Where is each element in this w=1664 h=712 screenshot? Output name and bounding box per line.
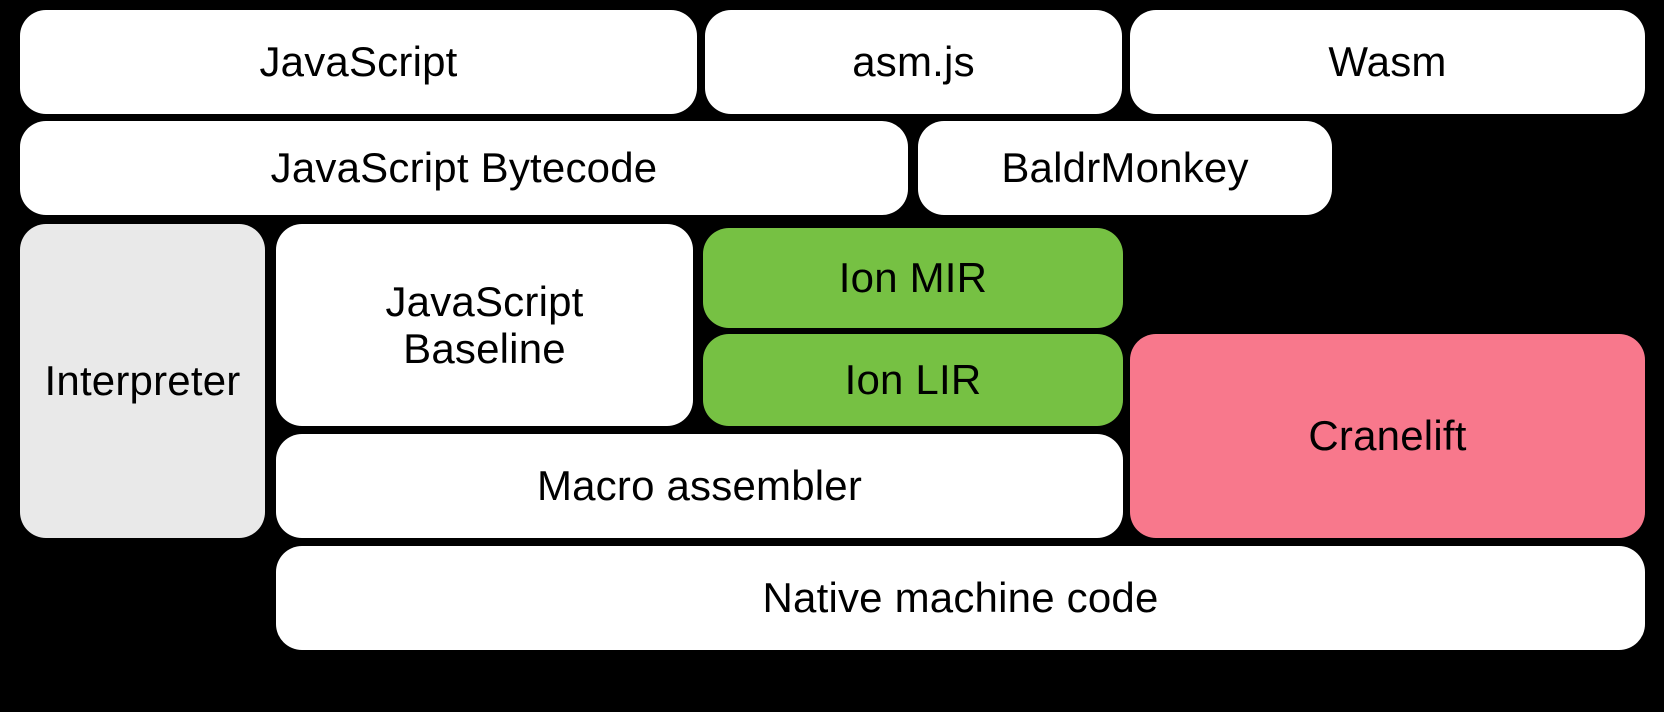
node-label: JavaScript Baseline [385,277,584,372]
node-label: Cranelift [1308,412,1467,460]
node-asm-js[interactable]: asm.js [705,10,1122,114]
node-javascript-baseline[interactable]: JavaScript Baseline [276,224,693,426]
node-label: JavaScript Bytecode [270,144,658,192]
node-macro-assembler[interactable]: Macro assembler [276,434,1123,538]
node-label: Interpreter [44,357,241,405]
node-native-machine-code[interactable]: Native machine code [276,546,1645,650]
node-ion-mir[interactable]: Ion MIR [703,228,1123,328]
node-javascript[interactable]: JavaScript [20,10,697,114]
node-baldrmonkey[interactable]: BaldrMonkey [918,121,1332,215]
node-cranelift[interactable]: Cranelift [1130,334,1645,538]
node-label: JavaScript [259,38,458,86]
node-label: Native machine code [762,574,1159,622]
node-label: Ion MIR [838,254,988,302]
node-label: asm.js [852,38,975,86]
node-label: Ion LIR [844,356,982,404]
node-label: Wasm [1328,38,1447,86]
node-label: BaldrMonkey [1001,144,1249,192]
node-ion-lir[interactable]: Ion LIR [703,334,1123,426]
node-javascript-bytecode[interactable]: JavaScript Bytecode [20,121,908,215]
node-label: Macro assembler [536,462,863,510]
node-wasm[interactable]: Wasm [1130,10,1645,114]
node-interpreter[interactable]: Interpreter [20,224,265,538]
